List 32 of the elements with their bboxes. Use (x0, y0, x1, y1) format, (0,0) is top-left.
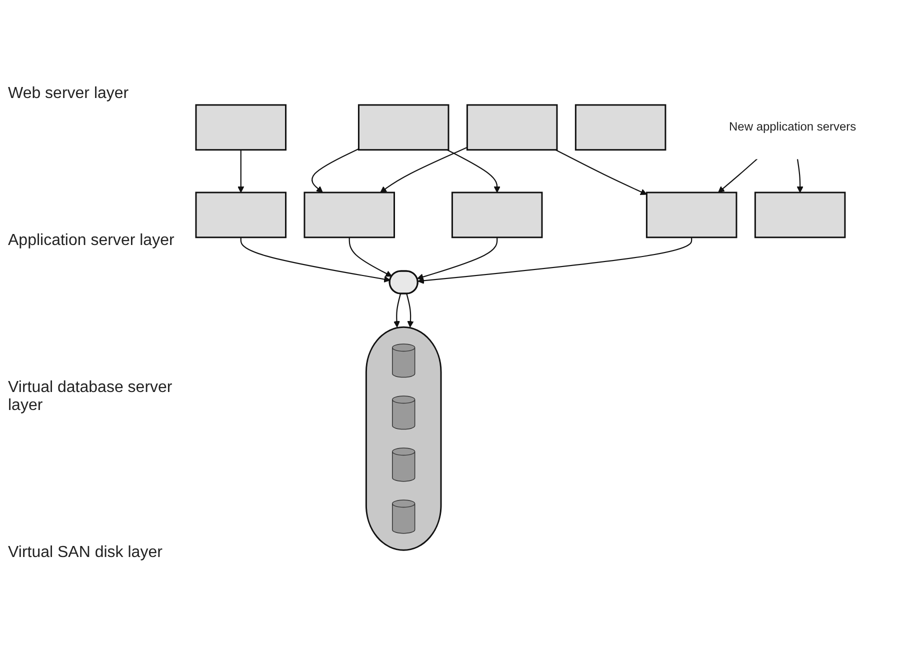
arrow (393, 294, 402, 328)
layer-label: Virtual database server layer (8, 379, 174, 416)
node-cylinder (392, 344, 416, 378)
node-text: New application servers (729, 121, 856, 134)
arrow (796, 159, 804, 194)
node-cylinder (392, 500, 416, 534)
arrow (418, 238, 692, 284)
node-box (466, 104, 558, 152)
node-cylinder (392, 396, 416, 430)
node-box (646, 192, 738, 239)
arrow (380, 147, 468, 194)
node-cylinder (392, 448, 416, 482)
layer-label: Virtual SAN disk layer (8, 544, 164, 562)
arrow (240, 238, 390, 283)
arrow (446, 150, 500, 194)
arrow (406, 294, 414, 328)
layer-label: Web server layer (8, 84, 130, 103)
arrow (416, 238, 498, 280)
node-box (304, 192, 395, 239)
arrow (718, 158, 758, 194)
arrow (555, 150, 647, 196)
arrow (348, 238, 392, 278)
node-box (754, 192, 846, 239)
node-box (451, 192, 543, 239)
node-box (574, 104, 666, 152)
arrow (238, 150, 244, 194)
layer-label: Application server layer (8, 232, 176, 250)
arrow (312, 148, 359, 194)
layered-server-diagram: New application servers (190, 90, 907, 557)
node-box (358, 104, 450, 152)
node-box (195, 104, 287, 152)
node-box (195, 192, 287, 239)
